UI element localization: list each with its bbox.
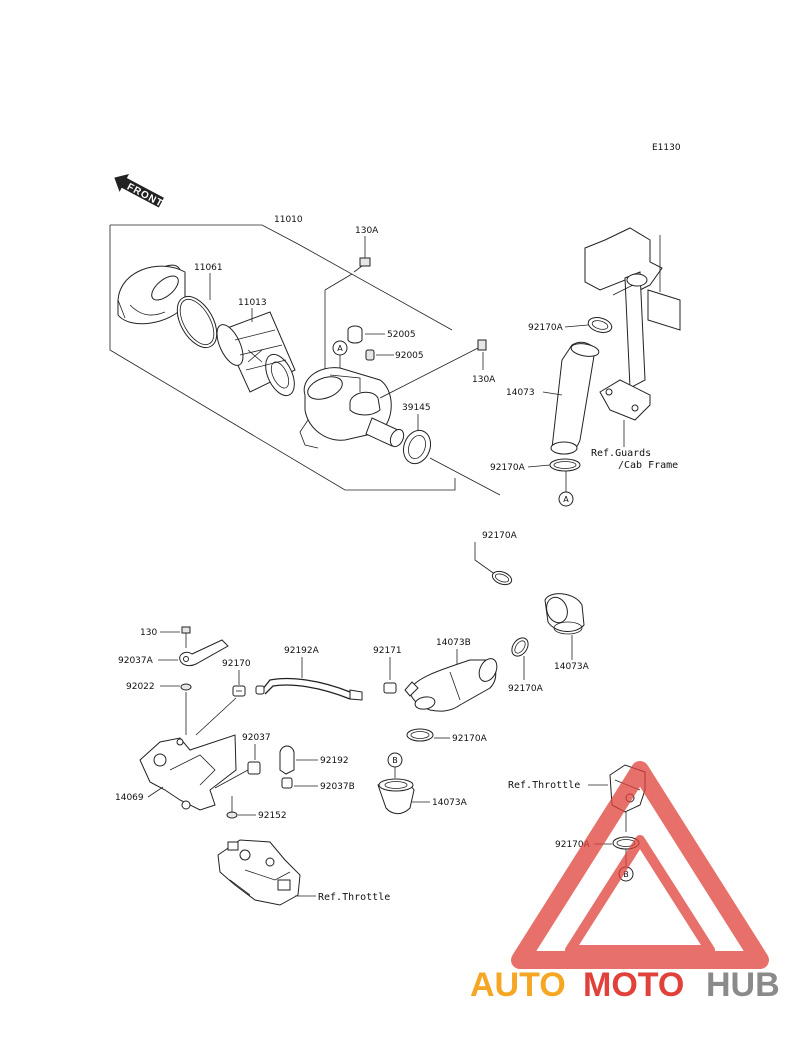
bolt-130A-right: [477, 339, 487, 351]
label-130A-top: 130A: [355, 226, 379, 236]
label-14073A-bottom: 14073A: [432, 798, 468, 808]
fitting-92005: [365, 349, 375, 361]
clip-92037: [247, 761, 261, 775]
watermark-logo: [511, 761, 769, 969]
assembly-bracket: [109, 225, 456, 491]
marker-a-right: [558, 491, 574, 507]
duct-14073A-top: [544, 593, 585, 635]
throttle-body: [217, 839, 301, 906]
diagram-code: E1130: [652, 143, 681, 153]
label-92171: 92171: [373, 646, 402, 656]
label-92192A: 92192A: [284, 646, 320, 656]
washer-92152: [226, 811, 238, 819]
ref-throttle-bottom: Ref.Throttle: [318, 892, 390, 903]
air-cleaner-housing: [299, 367, 405, 449]
label-92170A-upper: 92170A: [528, 323, 564, 333]
label-92170A-right: 92170A: [508, 684, 544, 694]
label-39145: 39145: [402, 403, 431, 413]
leader-seal: [429, 457, 501, 496]
label-14069: 14069: [115, 793, 144, 803]
clamp-92170A-lower: [549, 458, 581, 472]
label-130: 130: [140, 628, 157, 638]
marker-b-right-text: B: [623, 870, 629, 879]
duct-14073B: [404, 658, 498, 712]
marker-a-housing-text: A: [337, 344, 343, 353]
ref-guards: Ref.Guards: [591, 448, 651, 459]
assembly-bracket-top: [110, 224, 299, 245]
cap-52005: [347, 325, 363, 344]
watermark-text: AUTO MOTO HUB: [470, 966, 780, 1004]
clamp-92170A-duct-b: [511, 637, 529, 657]
duct-14073: [550, 341, 600, 455]
watermark-moto: MOTO: [583, 966, 684, 1004]
air-filter-element-11013: [216, 311, 296, 397]
label-92152: 92152: [258, 811, 287, 821]
label-11010: 11010: [274, 215, 303, 225]
clamp-92170A-mid-b: [406, 728, 434, 742]
watermark-hub: HUB: [706, 966, 780, 1004]
label-14073A-top: 14073A: [554, 662, 590, 672]
label-92037: 92037: [242, 733, 271, 743]
bracket-14069: [139, 734, 237, 811]
label-92005: 92005: [395, 351, 424, 361]
marker-b-left-text: B: [392, 756, 398, 765]
o-ring-11061: [176, 295, 218, 349]
air-cleaner-cover: [117, 264, 186, 325]
clamp-92170A-upper: [587, 317, 613, 333]
clip-92170: [232, 685, 246, 697]
label-52005: 52005: [387, 330, 416, 340]
label-92022: 92022: [126, 682, 155, 692]
ref-throttle-right: Ref.Throttle: [508, 780, 580, 791]
hose-92192: [279, 745, 295, 789]
clip-92171: [383, 682, 397, 694]
label-92170A-throttle: 92170A: [555, 840, 591, 850]
label-92170: 92170: [222, 659, 251, 669]
label-92192: 92192: [320, 756, 349, 766]
label-11013: 11013: [238, 298, 267, 308]
label-92170A-lower: 92170A: [490, 463, 526, 473]
label-92037B: 92037B: [320, 782, 355, 792]
pipe-upper-end: [626, 273, 648, 287]
front-arrow-icon: FRONT: [114, 173, 165, 210]
hose-92192A: [255, 677, 363, 701]
duct-14073A-bottom: [377, 778, 415, 815]
watermark-auto: AUTO: [470, 966, 566, 1004]
washer-92022: [180, 683, 192, 691]
label-14073: 14073: [506, 388, 535, 398]
seal-39145: [402, 429, 432, 465]
stay-92037A: [179, 639, 229, 667]
label-11061: 11061: [194, 263, 223, 273]
clamp-92170A-mid: [491, 570, 513, 586]
label-130A-right: 130A: [472, 375, 496, 385]
label-14073B: 14073B: [436, 638, 471, 648]
bolt-130: [181, 626, 191, 648]
label-92170A-mid-b: 92170A: [452, 734, 488, 744]
label-92037A: 92037A: [118, 656, 154, 666]
guard-frame: [584, 227, 681, 421]
bolt-130A-top: [353, 257, 371, 273]
marker-a-right-text: A: [563, 495, 569, 504]
label-92170A-mid: 92170A: [482, 531, 518, 541]
ref-cab-frame: /Cab Frame: [618, 460, 678, 471]
